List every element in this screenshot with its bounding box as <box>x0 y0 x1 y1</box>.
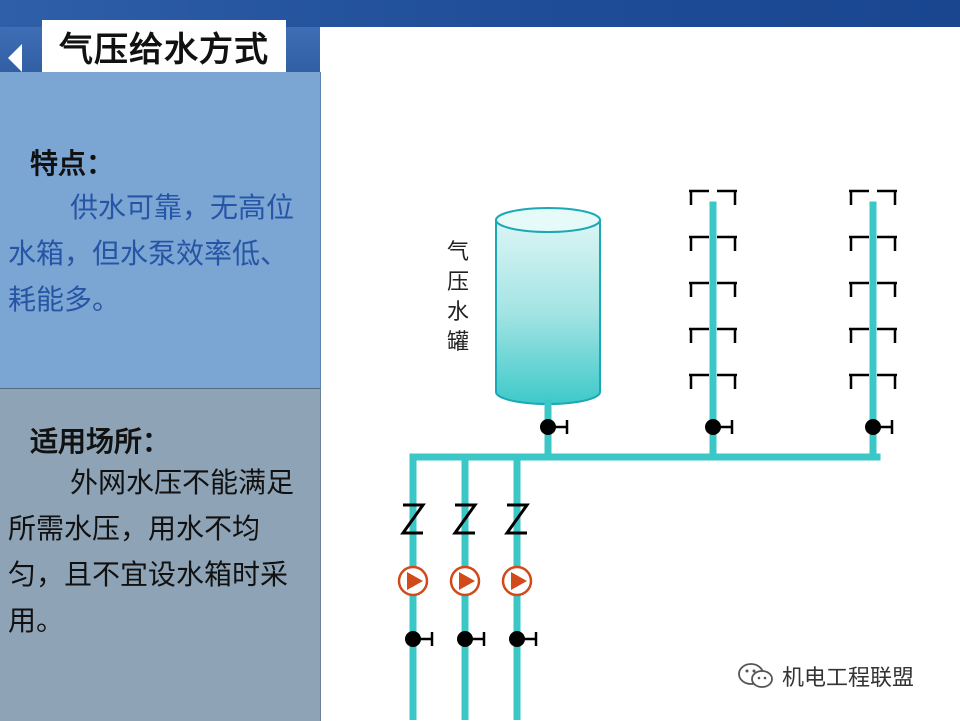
faucet-icon <box>849 281 897 297</box>
faucet-icon <box>689 373 737 389</box>
valve-icon <box>865 419 894 435</box>
tank-label: 气 压 水 罐 <box>447 240 469 355</box>
faucet-column-1 <box>689 189 737 389</box>
valve-icon <box>705 419 734 435</box>
pressure-tank <box>495 207 601 405</box>
pipe-network <box>409 201 881 720</box>
tank-label-char: 压 <box>447 270 469 295</box>
faucet-icon <box>849 189 897 205</box>
faucet-icon <box>849 373 897 389</box>
back-arrow-icon[interactable] <box>8 44 22 72</box>
page-title: 气压给水方式 <box>42 20 286 72</box>
faucet-icon <box>689 189 737 205</box>
faucet-icon <box>689 327 737 343</box>
faucet-icon <box>849 235 897 251</box>
tank-label-char: 水 <box>447 300 469 325</box>
tank-label-char: 罐 <box>447 330 469 355</box>
valve-icon <box>405 631 434 647</box>
check-valve-icon <box>452 503 478 535</box>
applicable-heading: 适用场所： <box>30 425 171 458</box>
faucet-icon <box>689 281 737 297</box>
features-text: 供水可靠，无高位水箱，但水泵效率低、耗能多。 <box>8 191 295 316</box>
faucet-column-2 <box>849 189 897 389</box>
watermark: 机电工程联盟 <box>736 660 914 692</box>
applicable-text: 外网水压不能满足所需水压，用水不均匀，且不宜设水箱时采用。 <box>8 466 295 637</box>
valve-icon <box>509 631 538 647</box>
pump-icon <box>397 565 429 597</box>
faucet-icon <box>849 327 897 343</box>
check-valve-icon <box>400 503 426 535</box>
water-supply-diagram: 气 压 水 罐 <box>397 189 897 720</box>
tank-label-char: 气 <box>447 240 469 265</box>
pump-icon <box>449 565 481 597</box>
faucet-icon <box>689 235 737 251</box>
features-heading: 特点： <box>30 147 115 180</box>
valve-icon <box>540 419 569 435</box>
valve-icon <box>457 631 486 647</box>
watermark-text: 机电工程联盟 <box>782 666 915 691</box>
applicable-panel <box>0 388 321 721</box>
pump-icon <box>501 565 533 597</box>
features-panel <box>0 72 321 388</box>
wechat-icon <box>738 663 773 688</box>
check-valve-icon <box>504 503 530 535</box>
